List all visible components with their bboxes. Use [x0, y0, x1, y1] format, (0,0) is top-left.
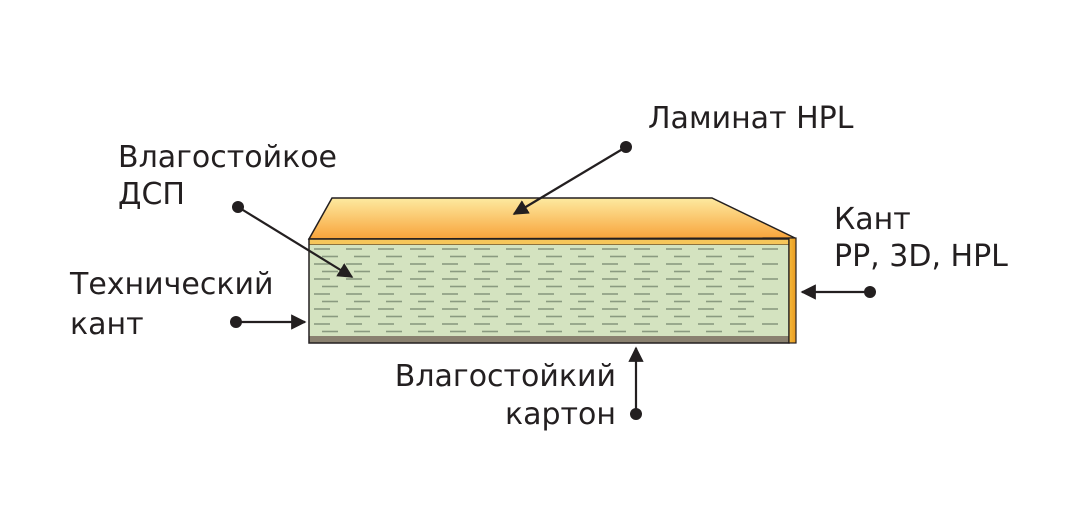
chipboard-dot [232, 201, 244, 213]
edge-band-dot [864, 286, 876, 298]
label-edge-line2: PP, 3D, HPL [834, 239, 1008, 274]
chipboard-texture [314, 248, 778, 333]
label-cardboard-line2: картон [505, 397, 616, 432]
label-laminate: Ламинат HPL [648, 101, 854, 136]
label-chipboard-line2: ДСП [118, 177, 185, 212]
chipboard-arrow [237, 206, 354, 278]
cardboard-dot [630, 408, 642, 420]
label-edge-line1: Кант [834, 202, 911, 237]
label-tech-edge-line1: Технический [69, 267, 273, 302]
laminate-dot [620, 141, 632, 153]
tech-edge-dot [230, 316, 242, 328]
chipboard-core [309, 245, 789, 336]
laminate-arrow [512, 146, 627, 215]
label-chipboard-line1: Влагостойкое [118, 140, 337, 175]
label-cardboard-line1: Влагостойкий [395, 359, 616, 394]
laminate-front-layer [308, 238, 790, 246]
edge-band [788, 237, 797, 344]
laminate-top-surface [307, 197, 796, 240]
panel [307, 197, 797, 344]
callouts [236, 146, 870, 413]
callout-dots [230, 141, 876, 420]
label-tech-edge-line2: кант [70, 307, 144, 342]
cardboard-bottom-layer [309, 336, 789, 343]
